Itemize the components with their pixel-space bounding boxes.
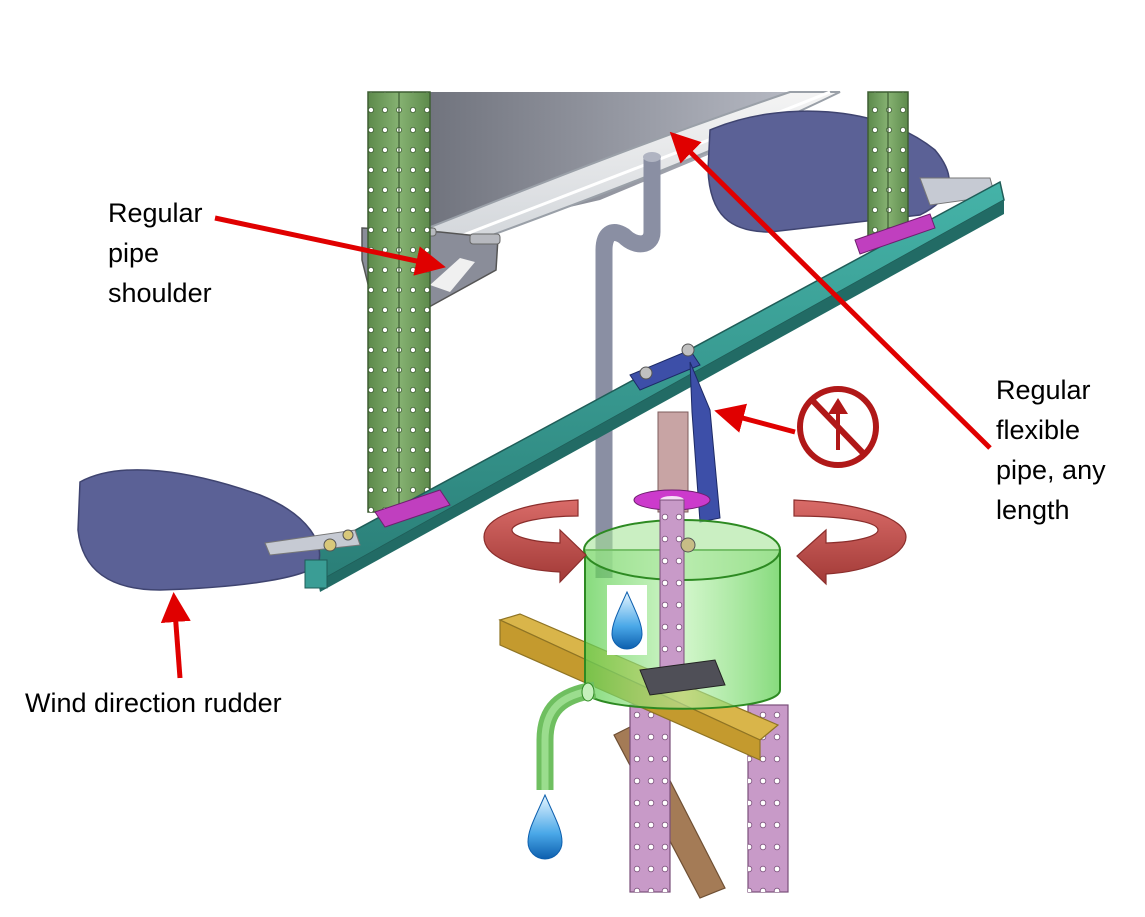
label-regular-pipe-shoulder: Regular pipe shoulder xyxy=(108,193,268,313)
label-line: pipe xyxy=(108,238,160,268)
label-regular-flexible-pipe: Regular flexible pipe, any length xyxy=(996,370,1136,530)
no-upward-movement-icon xyxy=(797,386,879,468)
annotation-arrow-bracket xyxy=(714,403,796,435)
annotation-arrow-rudder xyxy=(160,592,191,679)
water-drop-icon xyxy=(527,793,563,860)
vertical-post-right xyxy=(867,91,909,243)
annotation-arrow-shoulder xyxy=(214,215,446,276)
mount-plate-left xyxy=(374,489,451,528)
outlet-pipe xyxy=(536,681,597,790)
mount-plate-right xyxy=(854,213,936,255)
label-line: pipe, any xyxy=(996,455,1106,485)
water-drop-icon xyxy=(607,585,647,655)
upright-pipe xyxy=(595,152,661,578)
rotation-arrow-icon xyxy=(483,499,587,584)
annotation-arrow-flexible-pipe xyxy=(669,131,992,450)
label-line: flexible xyxy=(996,415,1081,445)
label-line: shoulder xyxy=(108,278,212,308)
label-line: Regular xyxy=(108,198,203,228)
label-line: Regular xyxy=(996,375,1091,405)
vertical-post-left xyxy=(367,91,431,513)
label-wind-direction-rudder: Wind direction rudder xyxy=(25,688,282,718)
rotation-arrow-icon xyxy=(793,499,907,586)
lower-leg-left xyxy=(629,704,671,893)
label-line: length xyxy=(996,495,1070,525)
rudder-fin-left xyxy=(77,469,361,591)
